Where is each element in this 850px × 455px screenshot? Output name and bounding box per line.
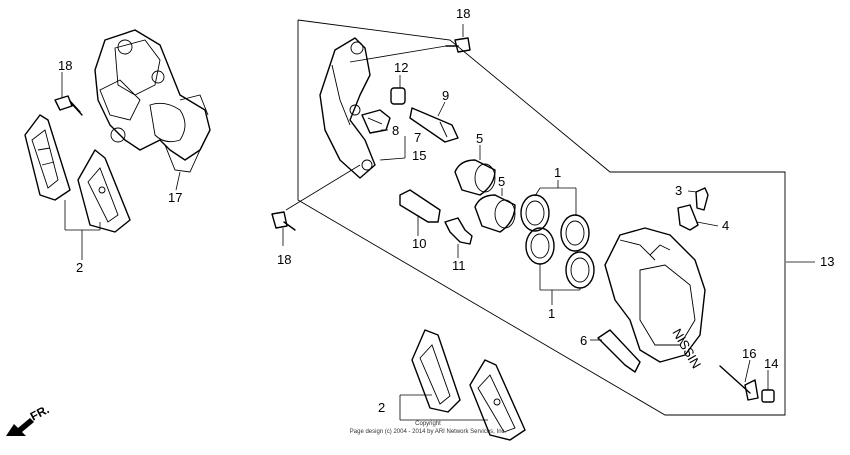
caliper-bracket-part-17 xyxy=(94,29,211,173)
callout-5-b: 5 xyxy=(498,174,505,189)
callout-12: 12 xyxy=(394,60,408,75)
callout-16: 16 xyxy=(742,346,756,361)
callout-1-top: 1 xyxy=(554,165,561,180)
copyright-line-2: Page design (c) 2004 - 2014 by ARI Netwo… xyxy=(350,429,507,435)
pistons-part-5 xyxy=(454,159,516,233)
bolt-part-18-topleft xyxy=(54,95,83,116)
callout-9: 9 xyxy=(442,88,449,103)
bolt-cap-part-12 xyxy=(390,87,406,105)
callout-18-topleft: 18 xyxy=(58,58,72,73)
callout-2-left: 2 xyxy=(76,260,83,275)
caliper-bracket-center xyxy=(319,37,376,179)
callout-18-top: 18 xyxy=(456,6,470,21)
callout-13: 13 xyxy=(820,254,834,269)
callout-3: 3 xyxy=(675,183,682,198)
assembly-outline xyxy=(297,19,786,416)
callout-15: 15 xyxy=(412,148,426,163)
pin-bolt-part-10 xyxy=(399,189,441,223)
callout-1-bottom: 1 xyxy=(548,306,555,321)
bolt-part-11 xyxy=(444,217,473,245)
callout-2-bottom: 2 xyxy=(378,400,385,415)
callout-17: 17 xyxy=(168,190,182,205)
pad-spring-part-8 xyxy=(361,109,391,134)
pin-bolt-part-9 xyxy=(409,107,459,143)
callout-11: 11 xyxy=(452,258,466,273)
bolt-part-18-top xyxy=(445,37,471,53)
bleeder-cap-part-4 xyxy=(677,204,699,231)
shim-part-6 xyxy=(597,329,641,373)
plug-part-14 xyxy=(761,389,775,403)
callout-14: 14 xyxy=(764,356,778,371)
callout-10: 10 xyxy=(412,236,426,251)
callout-4: 4 xyxy=(722,218,729,233)
callout-18-left: 18 xyxy=(277,252,291,267)
brake-pads-left-part-2 xyxy=(24,114,131,233)
callout-8: 8 xyxy=(392,123,399,138)
brake-pads-bottom-part-2 xyxy=(411,329,526,441)
callouts: 18 18 18 12 9 8 7 15 5 5 1 1 10 11 3 4 1… xyxy=(58,6,834,415)
bleeder-valve-part-3 xyxy=(695,187,709,211)
copyright-line-1: Copyright xyxy=(415,421,441,427)
front-direction-arrow: FR. xyxy=(6,402,51,436)
copyright-block: Copyright Page design (c) 2004 - 2014 by… xyxy=(350,421,507,435)
bolt-part-18-left xyxy=(271,211,296,231)
caliper-brand-text: NISSIN xyxy=(669,326,704,371)
callout-7: 7 xyxy=(414,130,421,145)
callout-5-a: 5 xyxy=(476,131,483,146)
seals-part-1 xyxy=(520,194,595,289)
leader-lines xyxy=(61,24,815,421)
arrow-icon xyxy=(6,418,34,436)
callout-6: 6 xyxy=(580,333,587,348)
pin-part-16 xyxy=(719,365,759,401)
caliper-body: NISSIN xyxy=(604,227,706,371)
